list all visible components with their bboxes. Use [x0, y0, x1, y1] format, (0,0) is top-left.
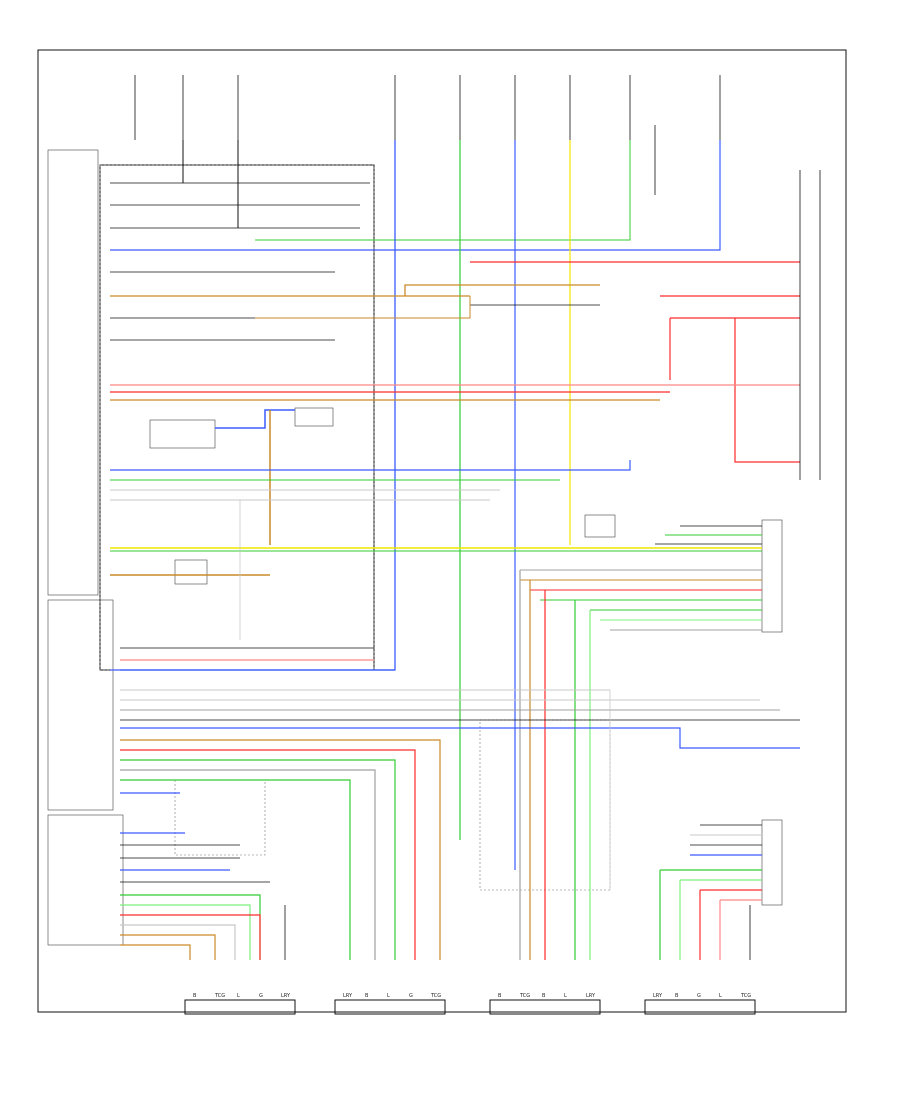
connector-pin-label: G — [697, 993, 701, 999]
connector-pin-label: TCG — [519, 993, 530, 999]
wire-blue-18 — [110, 140, 721, 251]
connector-pin-label: LRY — [586, 993, 596, 999]
wire-orange-68 — [120, 739, 441, 960]
connector-pin-label: LRY — [281, 993, 291, 999]
connector-pin-label: L — [237, 993, 240, 999]
wire-blue-36 — [215, 409, 295, 429]
connector-pin-label: B — [193, 993, 197, 999]
connector-pin-label: TCG — [430, 993, 441, 999]
connector-pin-label: G — [259, 993, 263, 999]
wire-orange-27 — [255, 296, 471, 319]
wires-group — [110, 75, 821, 960]
wire-lightgreen-80 — [120, 904, 251, 960]
connector-pins-group: B TCG L G LRY LRY B L G TCG B TCG B L LRY LRY B G L TCG — [193, 993, 751, 999]
connector-pin-label: B — [498, 993, 502, 999]
connector-pin-label: LRY — [653, 993, 663, 999]
left-lower-connector-block — [47, 599, 114, 811]
connector-pin-label: L — [564, 993, 567, 999]
connector-pin-label: L — [387, 993, 390, 999]
bottom-connector-4 — [644, 999, 756, 1015]
bottom-connector-1 — [184, 999, 296, 1015]
bottom-connector-3 — [489, 999, 601, 1015]
switch-box-right — [584, 514, 616, 538]
wire-lightgray-82 — [120, 924, 236, 960]
connector-pin-label: G — [409, 993, 413, 999]
wire-green-72 — [120, 779, 351, 960]
relay-box-left — [149, 419, 216, 449]
wire-red-32 — [734, 318, 800, 463]
wire-orange-84 — [120, 944, 191, 960]
relay-box-lower — [174, 559, 208, 585]
relay-box-upper — [294, 407, 334, 427]
wire-gray-71 — [120, 769, 376, 960]
wire-orange-83 — [120, 934, 216, 960]
wire-blue-67 — [120, 727, 800, 749]
connector-pin-label: B — [365, 993, 369, 999]
connector-pin-label: B — [675, 993, 679, 999]
right-lower-connector-block — [761, 819, 783, 906]
wire-red-81 — [120, 914, 261, 960]
right-connector-block — [761, 519, 783, 633]
left-connector-block — [47, 149, 99, 596]
wire-blue-38 — [110, 460, 631, 471]
connector-pin-label: B — [542, 993, 546, 999]
wire-red-69 — [120, 749, 416, 960]
connector-pin-label: L — [719, 993, 722, 999]
lower-left-dashed-region — [174, 779, 266, 856]
wire-green-70 — [120, 759, 396, 960]
wire-blue-19 — [110, 140, 396, 671]
wire-green-17 — [255, 140, 631, 241]
left-bottom-connector-block — [47, 814, 124, 946]
bottom-connector-2 — [334, 999, 446, 1015]
connector-pin-label: TCG — [214, 993, 225, 999]
diagram-border — [37, 49, 847, 1013]
connector-pin-label: LRY — [343, 993, 353, 999]
connector-pin-label: TCG — [740, 993, 751, 999]
wire-orange-25 — [404, 284, 600, 296]
